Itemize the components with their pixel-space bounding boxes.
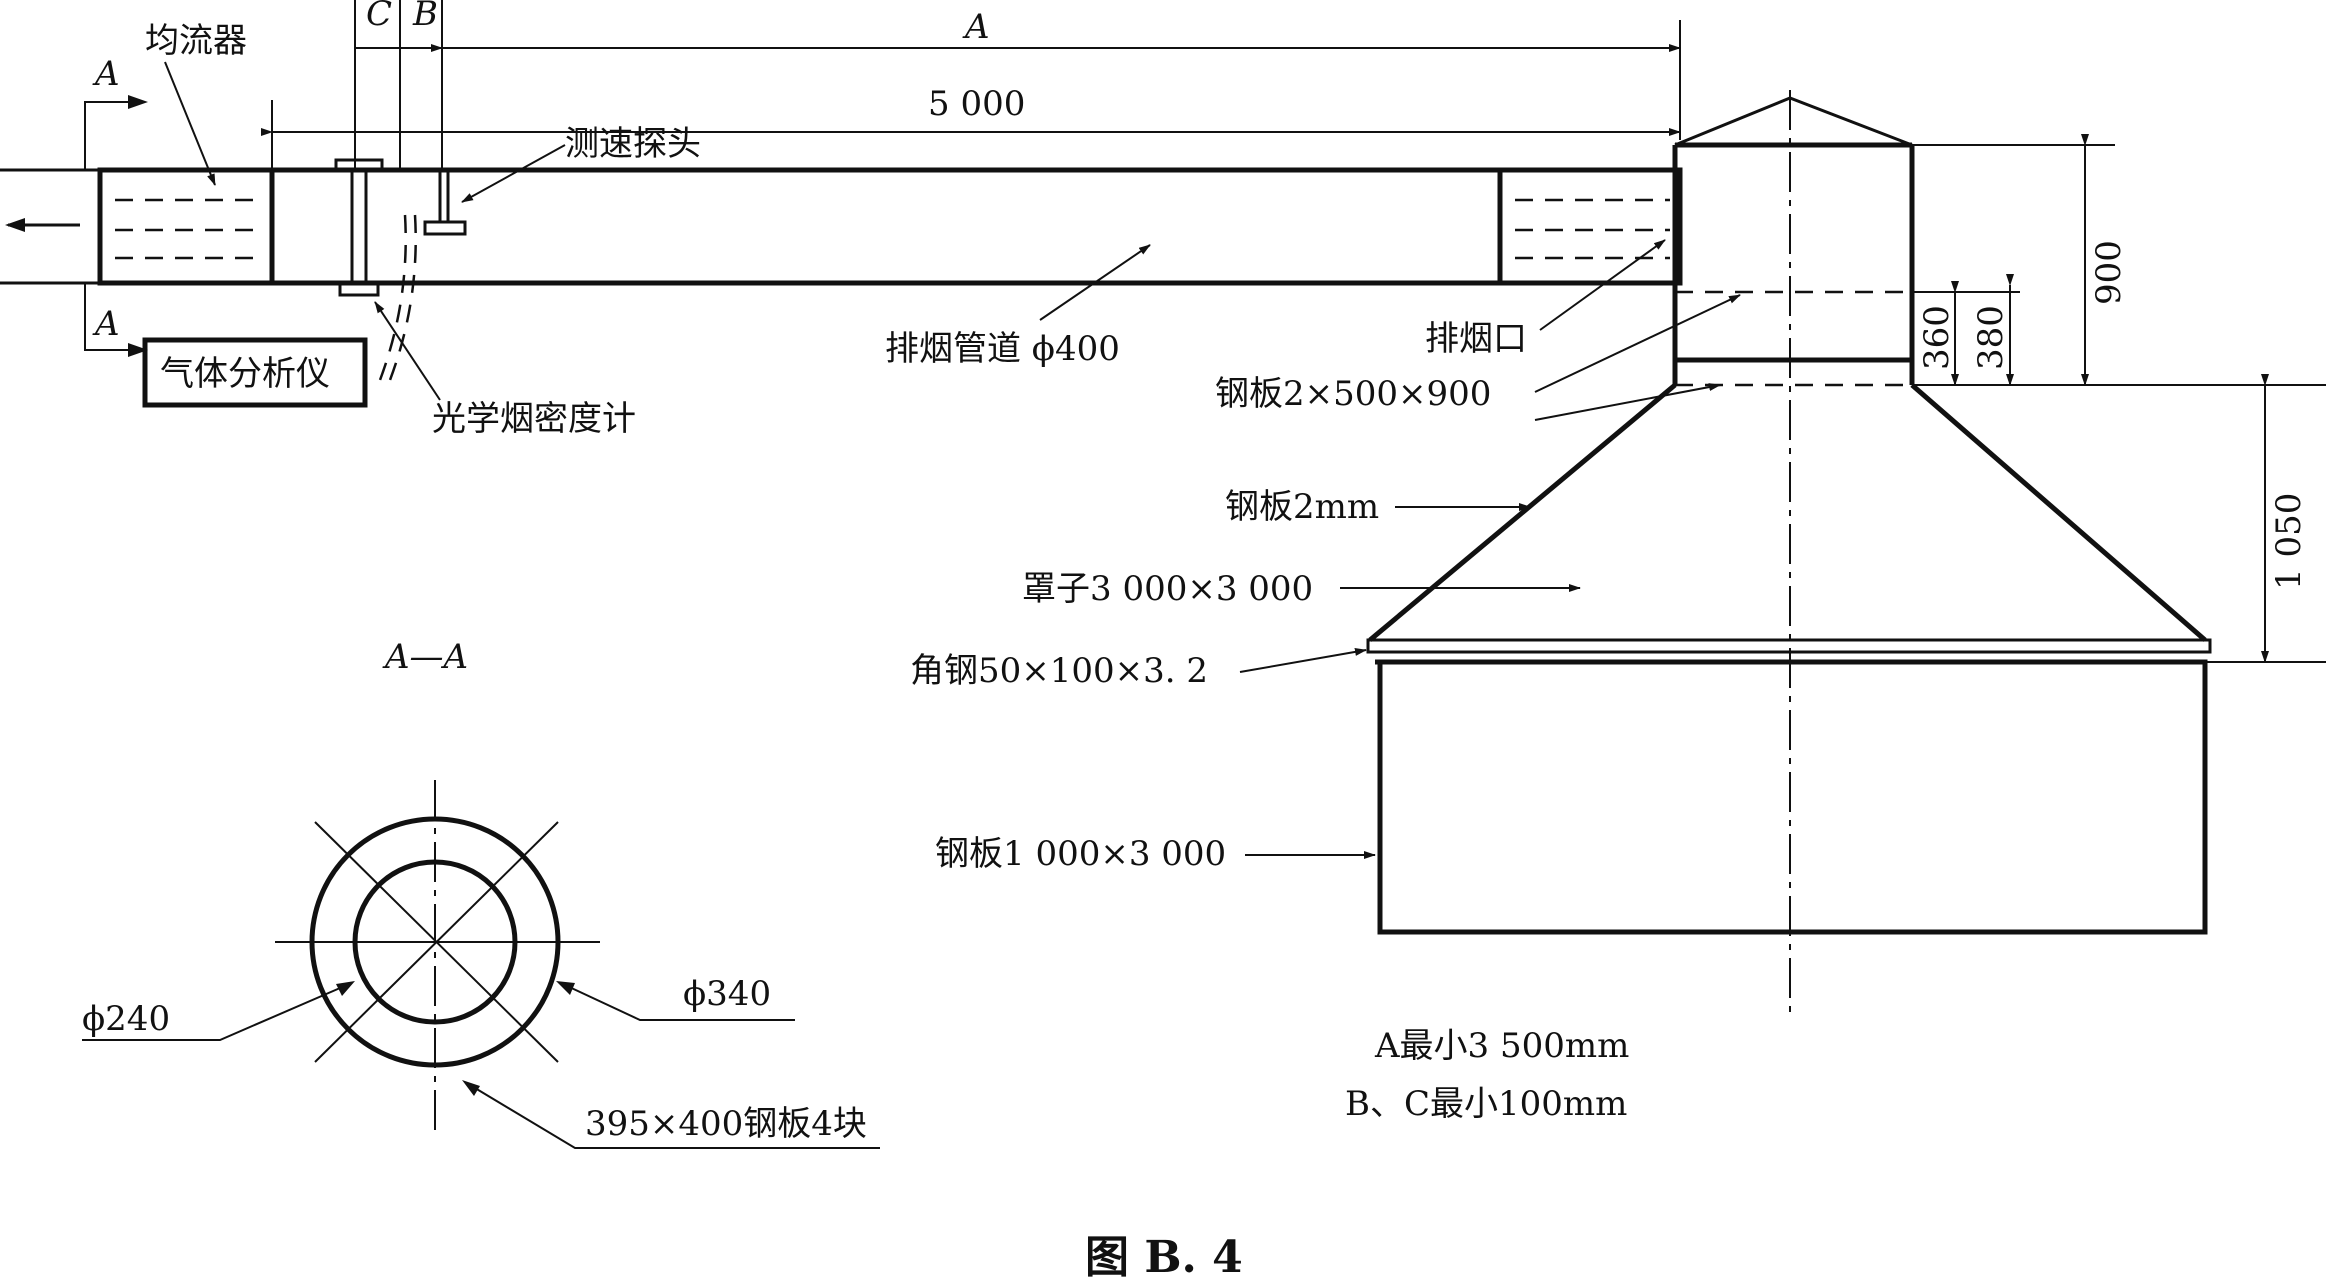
leader-plates-4	[469, 1084, 880, 1149]
gas-analyzer-box: 气体分析仪	[142, 337, 368, 408]
flow-straightener-left	[97, 167, 275, 286]
label-angle-steel: 角钢50×100×3. 2	[910, 651, 1208, 691]
label-hood: 罩子3 000×3 000	[1022, 569, 1313, 609]
dim-label-c: C	[366, 0, 392, 34]
dim-label-5000: 5 000	[928, 84, 1025, 124]
section-view	[275, 780, 600, 1135]
note-a-min: A最小3 500mm	[1374, 1026, 1629, 1066]
leader-phi340	[564, 984, 795, 1021]
dimension-360: 360	[1912, 281, 2020, 386]
dimension-a-top: A	[431, 7, 1681, 52]
dimension-900: 900	[1912, 134, 2326, 386]
label-gas-analyzer: 气体分析仪	[160, 354, 330, 394]
section-mark-label-bottom: A	[92, 304, 120, 344]
dimension-b: B	[400, 0, 442, 49]
optical-smoke-meter-device	[334, 158, 417, 381]
dimension-5000: 5 000	[261, 84, 1681, 136]
velocity-probe-device	[423, 170, 467, 236]
label-phi240: ϕ240	[82, 999, 170, 1039]
label-velocity-probe: 测速探头	[565, 124, 701, 164]
note-bc-min: B、C最小100mm	[1345, 1084, 1627, 1124]
section-title: A—A	[382, 637, 468, 677]
leader-exhaust-outlet	[1539, 239, 1666, 331]
dim-label-1050: 1 050	[2269, 493, 2309, 590]
exhaust-duct	[0, 167, 1680, 286]
leader-angle-steel	[1239, 647, 1367, 673]
leader-plate-lower	[1534, 383, 1721, 421]
leader-velocity-probe	[461, 144, 566, 203]
label-phi340: ϕ340	[683, 974, 771, 1014]
section-marker-bottom: A	[84, 283, 148, 357]
label-steel-plate-2x500x900: 钢板2×500×900	[1215, 374, 1491, 414]
flow-straightener-right	[1497, 167, 1683, 286]
dimension-380: 380	[1971, 274, 2014, 386]
figure-caption: 图 B. 4	[1085, 1232, 1243, 1282]
leader-flow-straightener	[164, 61, 216, 186]
label-exhaust-outlet: 排烟口	[1425, 319, 1527, 359]
dimension-c: C	[355, 0, 400, 49]
dim-label-b: B	[412, 0, 438, 34]
label-exhaust-duct: 排烟管道 ϕ400	[885, 329, 1120, 369]
exhaust-chimney	[1672, 96, 1915, 387]
dim-label-a: A	[962, 7, 990, 47]
label-optical-smoke-meter: 光学烟密度计	[432, 399, 636, 439]
leader-plate-upper	[1534, 294, 1741, 393]
leader-optical-smoke-meter	[374, 301, 441, 401]
dimension-1050: 1 050	[2205, 374, 2326, 663]
dim-label-900: 900	[2089, 240, 2129, 305]
leader-exhaust-duct	[1039, 244, 1151, 321]
hood-body	[1366, 383, 2212, 935]
label-flow-straightener: 均流器	[145, 21, 247, 61]
label-plates-4: 395×400钢板4块	[585, 1104, 867, 1144]
section-mark-label-top: A	[92, 54, 120, 94]
dim-label-380: 380	[1971, 305, 2011, 370]
section-marker-top: A	[84, 54, 148, 170]
label-steel-plate-2mm: 钢板2mm	[1225, 487, 1379, 527]
leader-phi240	[82, 984, 348, 1041]
label-steel-plate-1000x3000: 钢板1 000×3 000	[935, 834, 1226, 874]
dim-label-360: 360	[1917, 305, 1957, 370]
